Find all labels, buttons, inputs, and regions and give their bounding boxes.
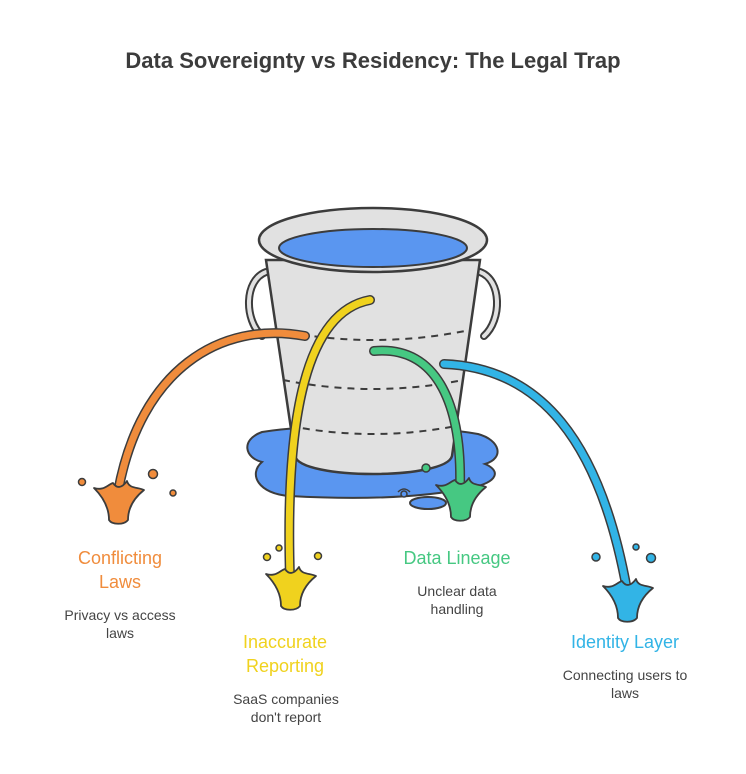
leak-stream-outline-data-lineage	[369, 345, 466, 493]
item-desc-identity-layer: Connecting users to laws	[562, 667, 688, 701]
splash-drop-identity-layer-2	[632, 543, 640, 551]
splash-drop-inaccurate-reporting-2	[262, 552, 272, 562]
item-label-data-lineage: Data Lineage	[403, 548, 511, 568]
bucket-body	[264, 258, 482, 476]
splash-data-lineage	[435, 477, 487, 522]
splash-drop-inaccurate-reporting-1	[275, 544, 283, 552]
leak-stream-conflicting-laws	[114, 329, 309, 496]
splash-drop-inaccurate-reporting-3	[313, 551, 323, 561]
item-desc-inaccurate-reporting: SaaS companies don't report	[233, 691, 339, 725]
leak-stream-inaccurate-reporting	[285, 296, 374, 582]
splash-identity-layer	[602, 578, 654, 623]
leak-stream-data-lineage	[370, 347, 464, 492]
splash-drop-conflicting-laws-2	[147, 468, 159, 480]
water-surface	[278, 228, 468, 268]
splash-inaccurate-reporting	[265, 566, 317, 611]
small-drip-dot	[400, 490, 408, 498]
item-desc-conflicting-laws: Privacy vs access laws	[64, 607, 176, 641]
leak-stream-outline-inaccurate-reporting	[284, 295, 375, 583]
small-drip	[397, 488, 411, 493]
item-label-identity-layer: Identity Layer	[570, 632, 680, 652]
water-drop-near-bucket	[421, 463, 431, 473]
splash-drop-conflicting-laws-3	[169, 489, 177, 497]
diagram-title: Data Sovereignty vs Residency: The Legal…	[125, 48, 621, 73]
splash-drop-identity-layer-1	[591, 552, 601, 562]
splash-drop-conflicting-laws-1	[77, 477, 87, 487]
item-label-inaccurate-reporting: Inaccurate Reporting	[242, 632, 328, 676]
splash-conflicting-laws	[93, 480, 145, 525]
splash-drop-identity-layer-3	[645, 552, 657, 564]
item-desc-data-lineage: Unclear data handling	[417, 583, 497, 617]
bucket-dash-1	[275, 329, 471, 341]
item-label-conflicting-laws: Conflicting Laws	[77, 548, 163, 592]
puddle-ripple	[409, 496, 447, 510]
bucket-handle-right-inner	[478, 270, 499, 338]
bucket-dash-3	[289, 425, 457, 435]
leak-stream-identity-layer	[440, 360, 631, 594]
